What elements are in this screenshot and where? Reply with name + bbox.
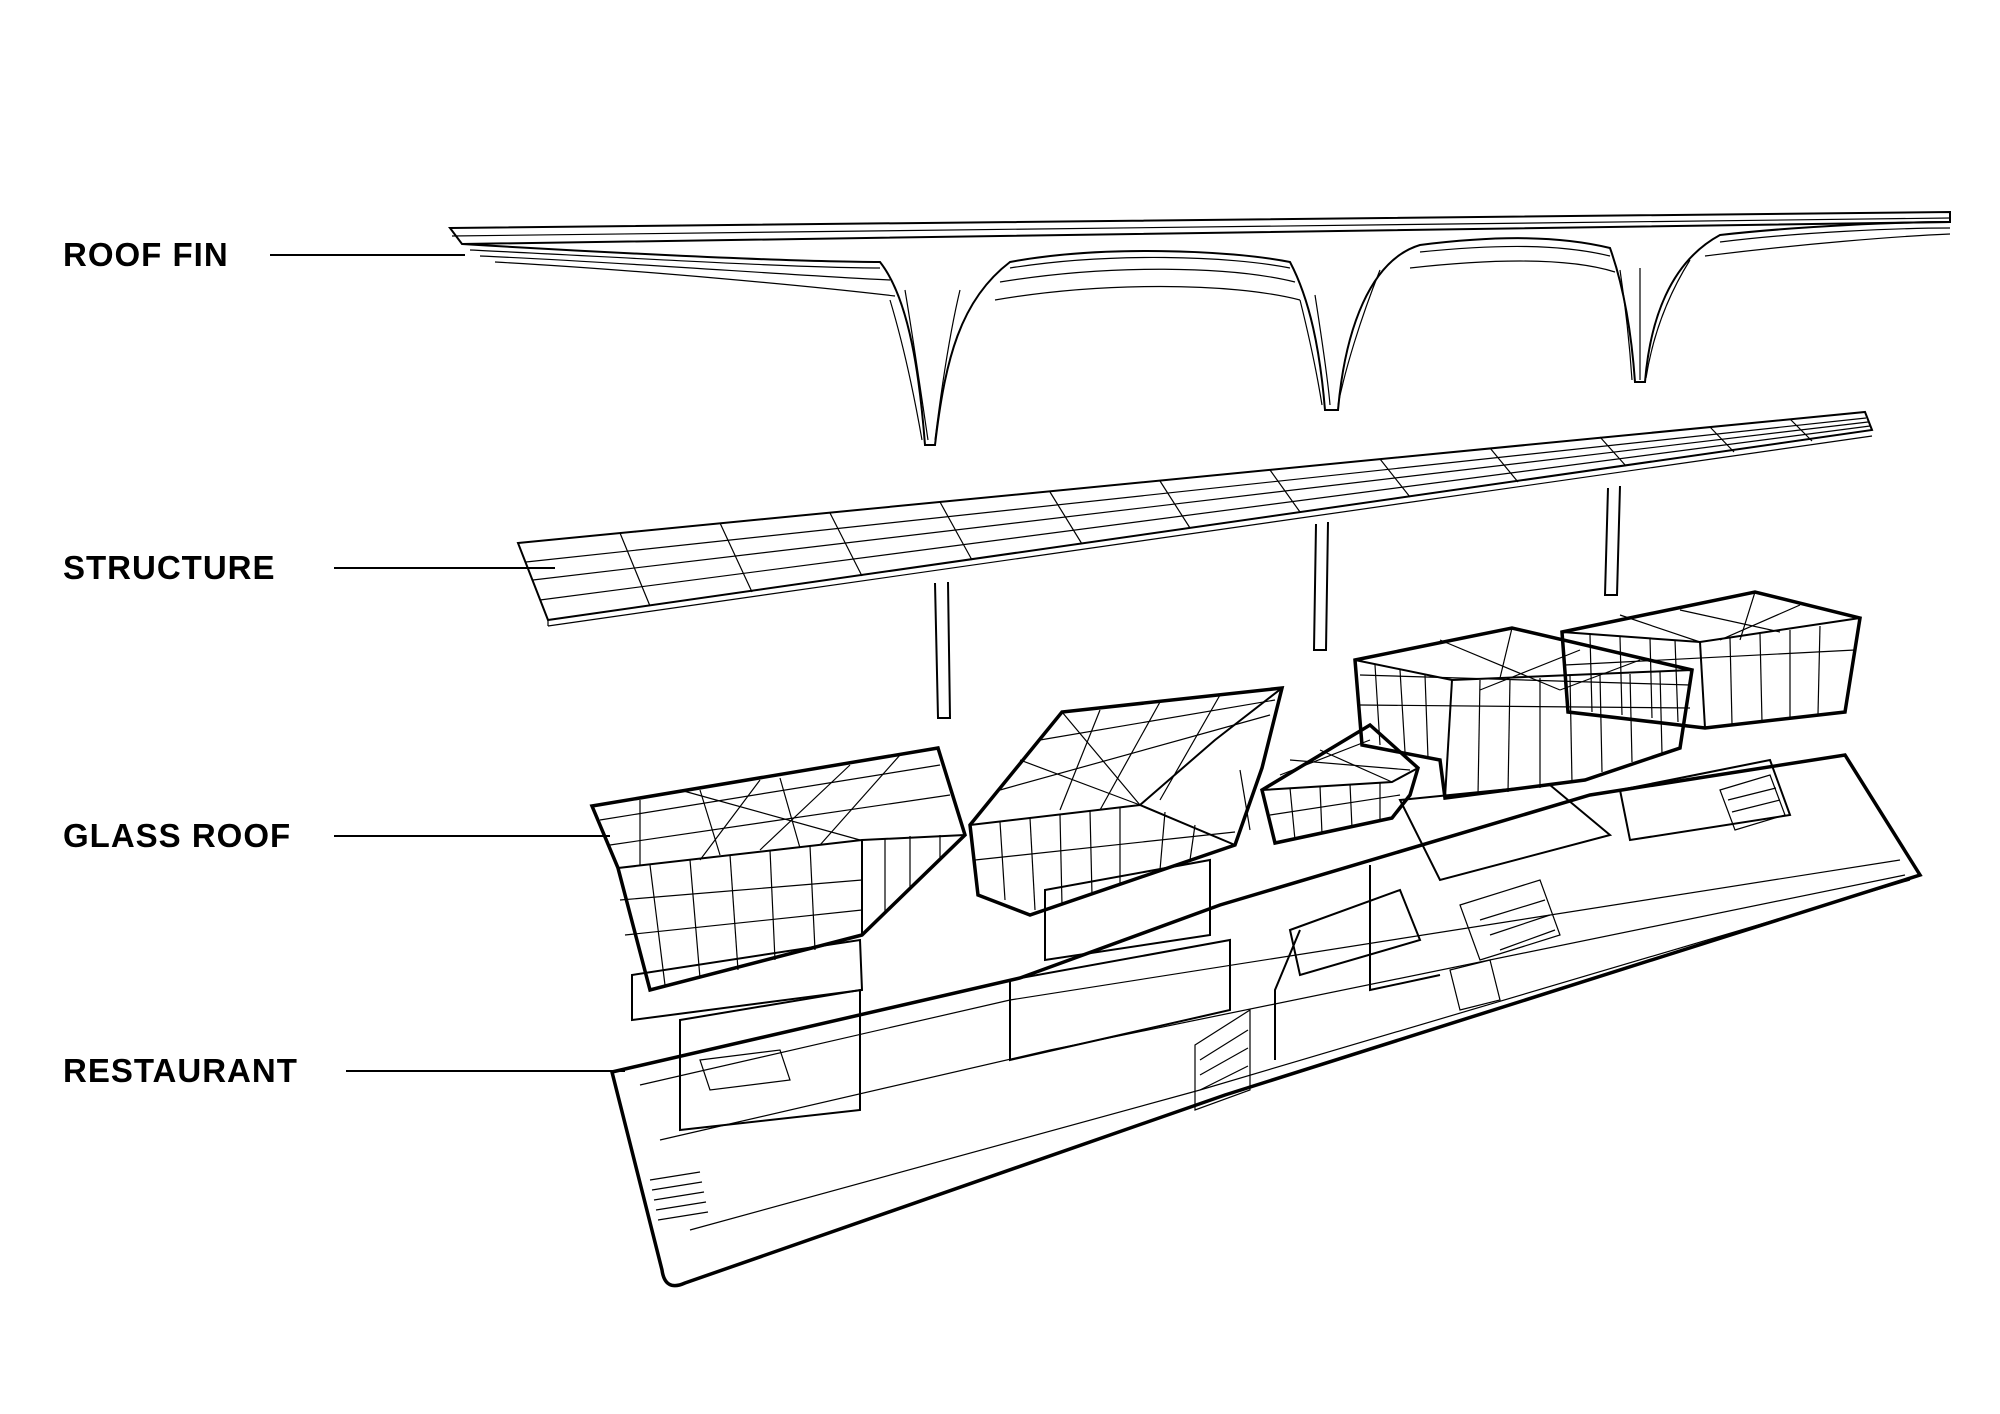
restaurant-base-slab <box>609 753 1923 1288</box>
structure-columns <box>934 485 1621 719</box>
layer-label-glass-roof: GLASS ROOF <box>63 817 292 854</box>
structure-layer <box>334 410 1874 719</box>
restaurant-layer <box>346 753 1923 1288</box>
glass-roof-pod-5 <box>1560 590 1862 730</box>
layer-label-roof-fin: ROOF FIN <box>63 236 229 273</box>
roof-fin-underside <box>461 221 1951 446</box>
roof-fin-slab <box>448 210 1951 246</box>
roof-fin-layer <box>270 210 1951 446</box>
glass-roof-pod-3 <box>1259 722 1420 846</box>
structure-grid-plane <box>516 410 1874 622</box>
layer-label-restaurant: RESTAURANT <box>63 1052 298 1089</box>
glass-roof-pod-4 <box>1353 626 1694 800</box>
glass-roof-pod-1 <box>589 746 967 993</box>
glass-roof-layer <box>334 590 1862 993</box>
glass-roof-pod-2 <box>968 685 1285 917</box>
layer-label-structure: STRUCTURE <box>63 549 276 586</box>
